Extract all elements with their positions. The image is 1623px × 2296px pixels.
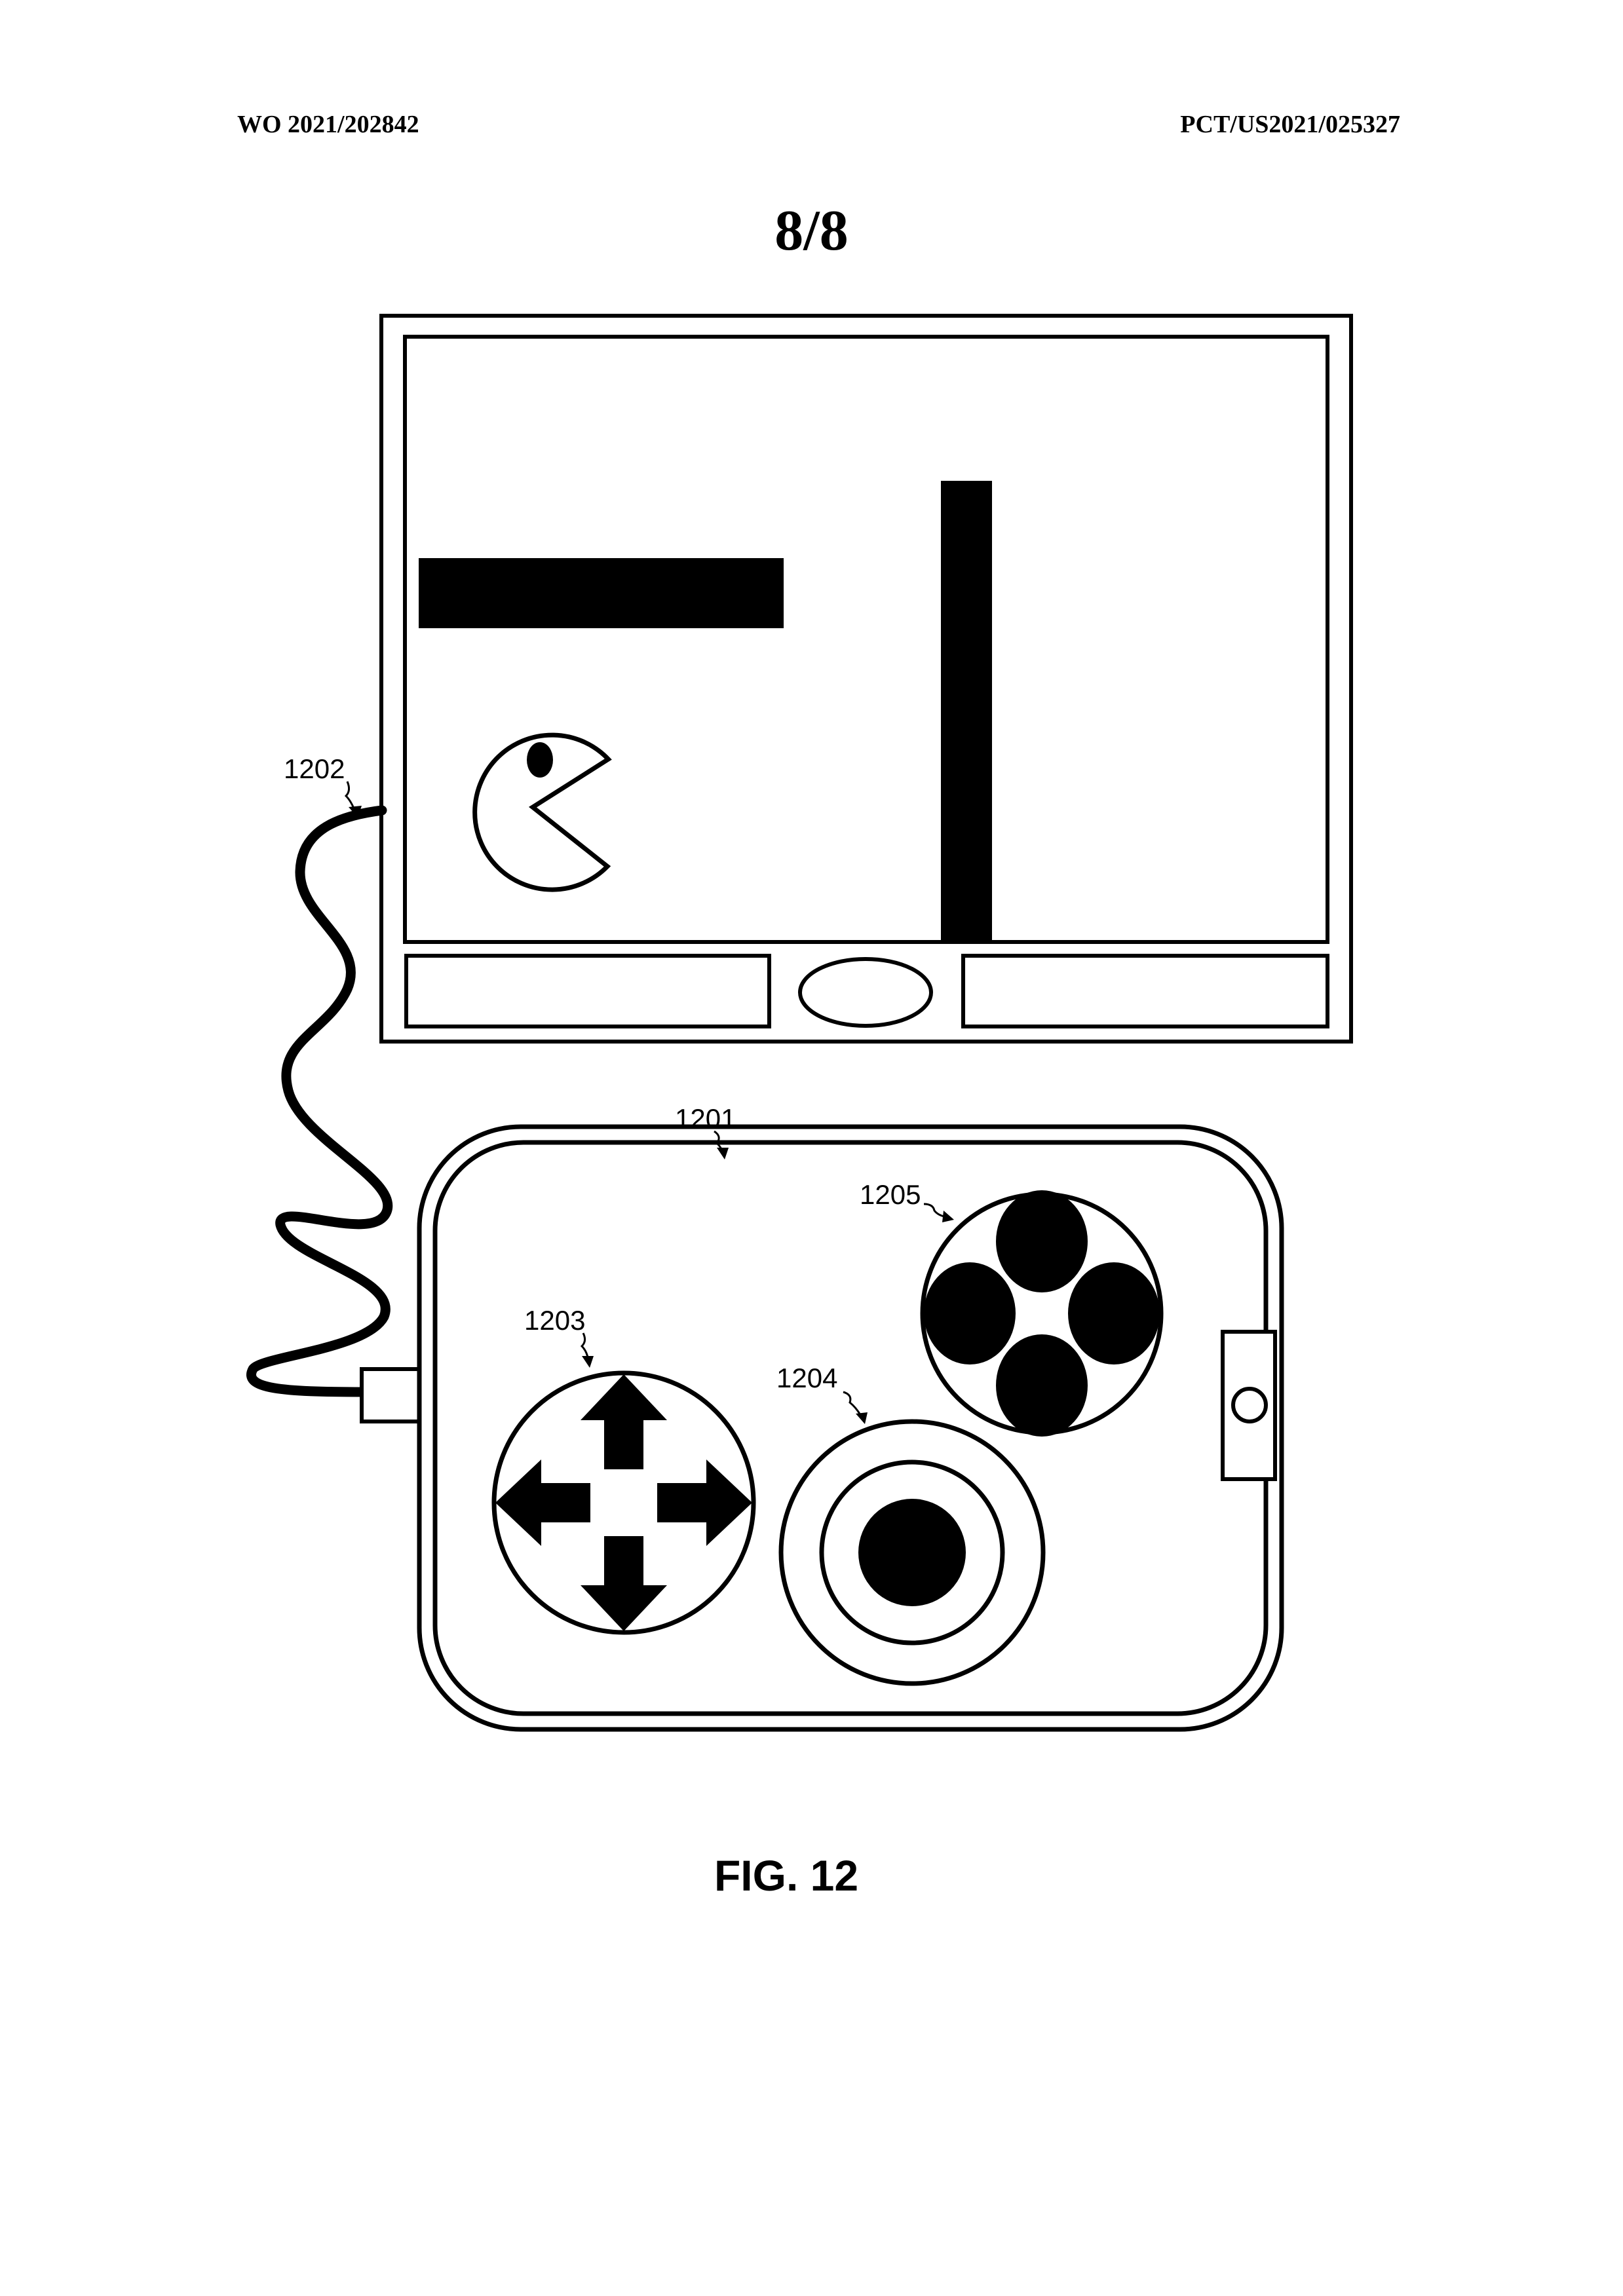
- action-button-left: [924, 1262, 1016, 1364]
- application-number: PCT/US2021/025327: [1180, 111, 1400, 138]
- leader-1204: [843, 1391, 863, 1418]
- side-port-button: [1231, 1387, 1268, 1423]
- leader-1205: [923, 1203, 948, 1218]
- reference-annotations: 1202 1201 1205 1203 1204: [284, 753, 954, 1424]
- display-left-panel: [404, 954, 771, 1028]
- label-1204: 1204: [776, 1363, 837, 1393]
- arrow-left-icon: [495, 1459, 590, 1546]
- publication-number: WO 2021/202842: [237, 111, 419, 138]
- pacman-eye: [527, 742, 553, 778]
- leader-1202-arrowhead: [349, 806, 362, 818]
- display-center-button: [798, 957, 933, 1028]
- display-screen: [403, 335, 1329, 944]
- game-controller: [417, 1124, 1284, 1732]
- sheet-page-number: 8/8: [774, 199, 849, 263]
- game-scene: [419, 481, 992, 942]
- action-button-right: [1068, 1262, 1160, 1364]
- label-1203: 1203: [524, 1305, 585, 1336]
- horizontal-wall: [419, 558, 784, 628]
- label-1202: 1202: [284, 753, 345, 784]
- leader-1203-arrowhead: [582, 1356, 594, 1368]
- action-button-top: [996, 1190, 1088, 1292]
- joystick: [778, 1419, 1046, 1686]
- display-right-panel: [961, 954, 1329, 1028]
- leader-1201-arrowhead: [717, 1148, 729, 1159]
- label-1205: 1205: [860, 1179, 921, 1210]
- leader-1203: [580, 1332, 590, 1361]
- figure-caption: FIG. 12: [714, 1851, 859, 1900]
- directional-pad: [491, 1370, 756, 1635]
- leader-1202: [344, 781, 356, 812]
- cable-wire: [246, 805, 393, 1397]
- cable: [246, 805, 423, 1423]
- arrow-right-icon: [657, 1459, 752, 1546]
- vertical-wall: [941, 481, 992, 942]
- leader-1205-arrowhead: [942, 1211, 954, 1222]
- cable-connector: [360, 1367, 423, 1423]
- display-outer-frame: [379, 314, 1353, 1044]
- joystick-knob: [858, 1499, 966, 1606]
- display-device: [379, 314, 1353, 1044]
- action-buttons: [920, 1190, 1164, 1437]
- arrow-up-icon: [581, 1374, 667, 1469]
- action-button-bottom: [996, 1334, 1088, 1437]
- directional-pad-ring: [491, 1370, 756, 1635]
- leader-1204-arrowhead: [856, 1412, 868, 1424]
- pacman-character: [472, 732, 612, 892]
- arrow-down-icon: [581, 1536, 667, 1631]
- label-1201: 1201: [675, 1103, 736, 1134]
